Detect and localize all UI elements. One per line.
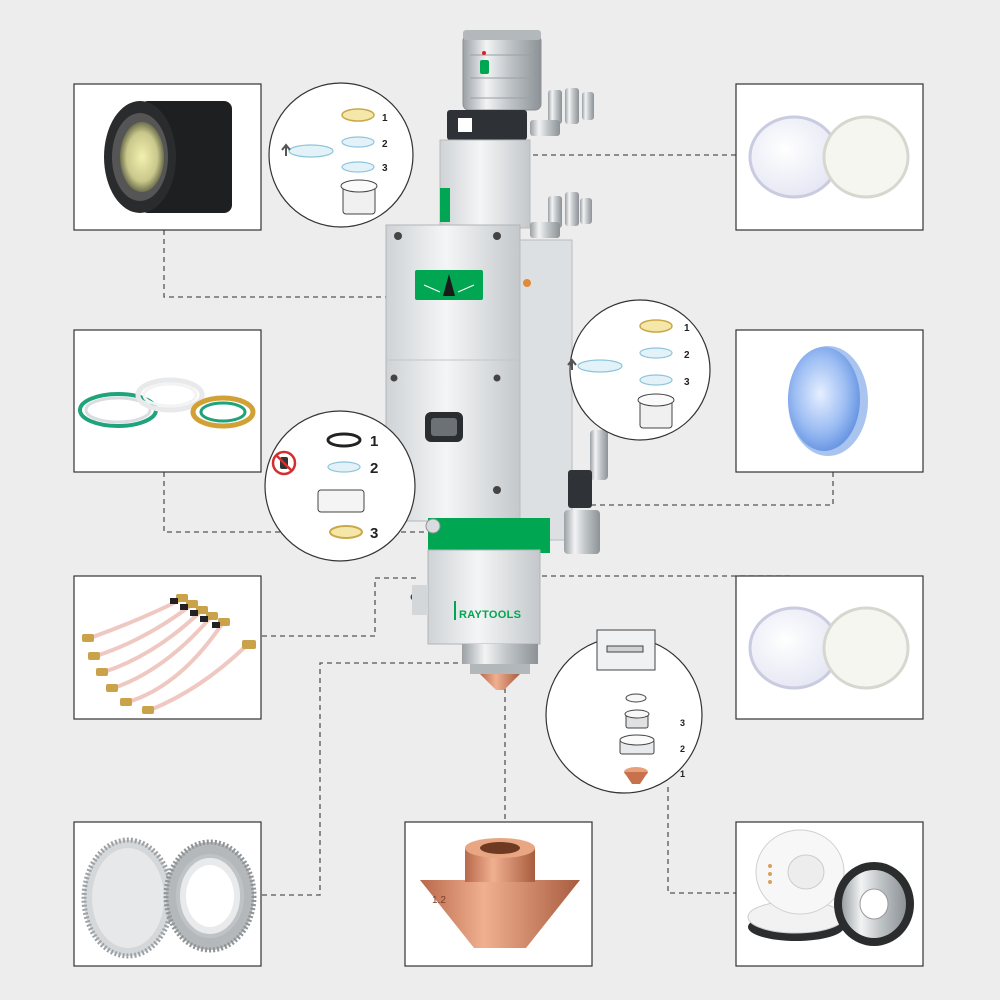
lower-housing: [427, 549, 541, 645]
panel-sensor-cables[interactable]: [73, 575, 262, 720]
insert-arrow-icon: [281, 143, 291, 156]
panel-protective-windows-bottom[interactable]: [735, 575, 924, 720]
connector-clamp: [447, 110, 527, 140]
green-band: [428, 518, 550, 553]
leader-focusing-lens: [580, 472, 834, 506]
panel-ceramic-holder[interactable]: [735, 821, 924, 967]
protective-window-image: [748, 115, 910, 199]
stack-number-1: 1: [680, 769, 685, 779]
stack-number-2: 2: [382, 139, 388, 150]
panel-protective-windows-top[interactable]: [735, 83, 924, 231]
stack-parts: [567, 319, 675, 429]
copper-nozzle-image: 1.2: [420, 838, 580, 948]
leader-ceramic-ring: [262, 662, 480, 896]
leader-ceramic-holder: [667, 787, 736, 894]
lens-holder-image: [104, 101, 232, 213]
brand-logo: RAYTOOLS: [459, 609, 521, 621]
fiber-connector: [462, 34, 542, 111]
stack-number-2: 2: [370, 460, 378, 477]
stack-parts: [281, 108, 378, 215]
leader-cables: [262, 577, 420, 637]
panel-focusing-lens[interactable]: [735, 329, 924, 473]
stack-number-1: 1: [684, 323, 690, 334]
stack-number-1: 1: [382, 113, 388, 124]
stack-number-3: 3: [684, 377, 690, 388]
nozzle-tip: [480, 674, 520, 690]
stack-number-3: 3: [370, 525, 378, 542]
sensor-cables-image: [82, 594, 256, 714]
stack-number-1: 1: [370, 433, 378, 450]
connector-status-led: [480, 60, 489, 74]
stack-number-2: 2: [680, 744, 685, 754]
callout-nozzle-stack[interactable]: 3 2 1: [545, 629, 703, 794]
no-touch-icon: [271, 450, 297, 476]
focusing-lens-image: [788, 346, 868, 456]
nozzle-engraving: 1.2: [432, 895, 446, 906]
laser-cutting-head: RAYTOOLS: [385, 30, 608, 690]
water-fittings-upper: [530, 88, 594, 136]
seal-rings-image: [78, 377, 256, 429]
collimator-body: [439, 139, 531, 229]
stack-number-3: 3: [382, 163, 388, 174]
panel-nozzle[interactable]: 1.2: [404, 821, 593, 967]
stack-number-2: 2: [684, 350, 690, 361]
callout-collimating-stack[interactable]: 1 2 3: [268, 82, 414, 228]
leader-protective-window-top: [509, 154, 736, 200]
callout-seal-stack[interactable]: 1 2 3: [264, 410, 416, 562]
nozzle-thread: [462, 644, 538, 664]
panel-knurled-ring[interactable]: [73, 821, 262, 967]
panel-seal-rings[interactable]: [73, 329, 262, 473]
water-fittings-middle: [530, 192, 592, 238]
stack-number-3: 3: [680, 718, 685, 728]
water-fittings-lower: [564, 430, 608, 554]
insert-arrow-icon: [567, 358, 577, 370]
callout-focusing-stack[interactable]: 1 2 3: [567, 299, 711, 441]
panel-collimating-lens[interactable]: [73, 83, 262, 231]
protective-window-image-2: [748, 606, 910, 690]
stack-parts: [317, 432, 365, 539]
knurled-ring-image: [81, 837, 257, 959]
ceramic-holder-image: [747, 829, 914, 946]
stack-parts: [596, 629, 656, 784]
